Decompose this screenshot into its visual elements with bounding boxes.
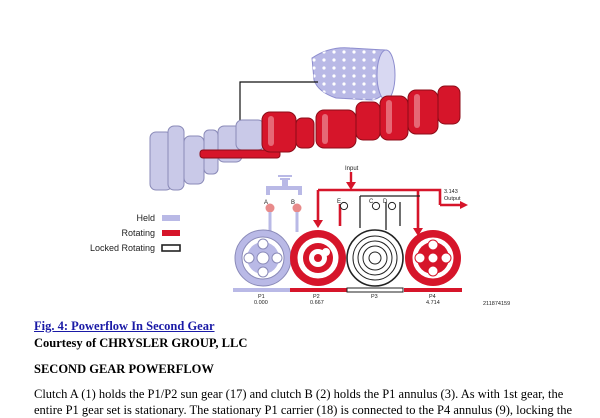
clutch-d <box>387 201 397 211</box>
clutch-b <box>292 203 302 213</box>
section-heading: SECOND GEAR POWERFLOW <box>34 362 214 376</box>
p3-label: P3 <box>371 294 378 300</box>
clutch-e <box>339 201 349 211</box>
legend-rotating-label: Rotating <box>121 228 155 238</box>
gearset-p1 <box>234 229 292 287</box>
powerflow-diagram: Held Rotating Locked Rotating Input 3.14… <box>90 47 510 307</box>
legend-locked-swatch <box>161 244 181 252</box>
clutch-a <box>265 203 275 213</box>
p1-label: P1 <box>258 294 265 300</box>
clutch-c-label: C <box>369 199 374 205</box>
clutch-b-label: B <box>291 200 295 206</box>
legend-rotating-swatch <box>162 230 180 236</box>
clutch-d-label: D <box>383 199 388 205</box>
exploded-gear-assembly <box>149 47 461 191</box>
clutch-c <box>371 201 381 211</box>
output-label: Output <box>444 196 461 202</box>
clutch-e-label: E <box>337 199 341 205</box>
input-label: Input <box>345 166 359 172</box>
output-ratio-label: 3.143 <box>444 189 458 195</box>
gearset-p4 <box>405 230 461 286</box>
p4-ratio: 4.714 <box>426 300 440 306</box>
legend-locked-label: Locked Rotating <box>90 243 155 253</box>
figure-caption-link[interactable]: Fig. 4: Powerflow In Second Gear <box>34 319 215 333</box>
p2-label: P2 <box>313 294 320 300</box>
p2-ratio: 0.667 <box>310 300 324 306</box>
powerflow-schematic: Input 3.143 Output A B <box>233 166 468 306</box>
clutch-a-label: A <box>264 200 268 206</box>
figure-id: 211874159 <box>483 301 510 307</box>
section-body-text: Clutch A (1) holds the P1/P2 sun gear (1… <box>34 387 573 417</box>
legend: Held Rotating Locked Rotating <box>90 213 181 253</box>
clutch-drum-illustration <box>311 47 396 101</box>
gearset-p3 <box>346 229 404 287</box>
p1-ratio: 0.000 <box>254 300 268 306</box>
legend-held-label: Held <box>136 213 155 223</box>
figure-courtesy: Courtesy of CHRYSLER GROUP, LLC <box>34 336 248 350</box>
legend-held-swatch <box>162 215 180 221</box>
p4-label: P4 <box>429 294 436 300</box>
gearset-p2 <box>290 230 346 286</box>
